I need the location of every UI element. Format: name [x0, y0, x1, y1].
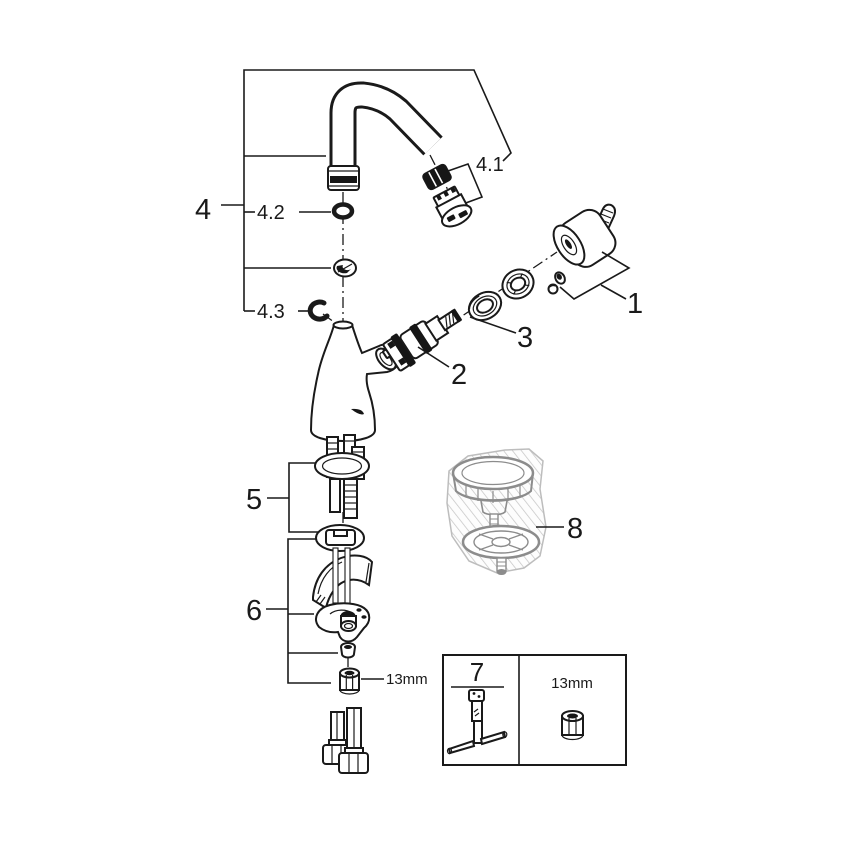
- callout-3: 3: [469, 316, 533, 354]
- popup-waste-plug: [451, 455, 541, 575]
- socket-wrench-tool: [446, 689, 508, 755]
- callout-8: 8: [536, 513, 583, 545]
- mousseur-aerator: [422, 163, 452, 191]
- callout-label-7: 7: [470, 657, 484, 687]
- handle-grub-screw: [554, 271, 566, 285]
- hex-nut-13mm: [339, 667, 360, 695]
- supply-hoses: [322, 707, 369, 774]
- toolbox-nut-size-label: 13mm: [551, 675, 593, 692]
- mounting-studs-and-shank: [314, 434, 370, 519]
- callout-label-8: 8: [567, 513, 583, 545]
- flange-o-ring: [314, 452, 370, 480]
- wedge-spacer: [312, 554, 374, 610]
- aerator-coupling: [432, 185, 473, 228]
- hex-nut-size-label: 13mm: [386, 671, 428, 688]
- callout-label-1: 1: [627, 288, 643, 320]
- toolbox-hex-nut-cell: 13mm: [551, 675, 593, 741]
- flow-straightener: [333, 258, 357, 278]
- escutcheon-ring: [501, 268, 535, 300]
- cartridge-threaded-ring: [467, 290, 503, 322]
- body-logo-swoosh: [351, 408, 364, 415]
- retaining-clip-4-3: [307, 299, 330, 322]
- callout-bracket-6: 6: [246, 538, 338, 684]
- cartridge: [382, 308, 462, 372]
- callout-label-2: 2: [451, 359, 467, 391]
- callout-label-4-2: 4.2: [257, 202, 285, 224]
- handle-plug: [547, 283, 559, 295]
- hex-nut-size-callout: 13mm: [361, 671, 428, 688]
- callout-2: 2: [417, 346, 467, 391]
- popup-waste-group: 8: [446, 448, 583, 575]
- callout-label-4: 4: [195, 194, 211, 226]
- toolbox: 7 13mm: [442, 654, 627, 766]
- callout-1: 1: [559, 251, 643, 320]
- callout-label-5: 5: [246, 484, 262, 516]
- callout-label-4-1: 4.1: [476, 154, 504, 176]
- callout-label-4-3: 4.3: [257, 301, 285, 323]
- callout-label-6: 6: [246, 595, 262, 627]
- dome-nut: [339, 642, 357, 659]
- callout-bracket-4: 4 4.1 4.2 4.3: [195, 69, 512, 323]
- o-ring-4-2: [331, 202, 355, 220]
- callout-label-3: 3: [517, 322, 533, 354]
- faucet-body: [309, 320, 400, 443]
- base-gasket: [315, 524, 365, 552]
- horseshoe-clamp: [315, 602, 371, 643]
- spout-tube: [327, 81, 443, 191]
- callout-bracket-5: 5: [246, 462, 318, 533]
